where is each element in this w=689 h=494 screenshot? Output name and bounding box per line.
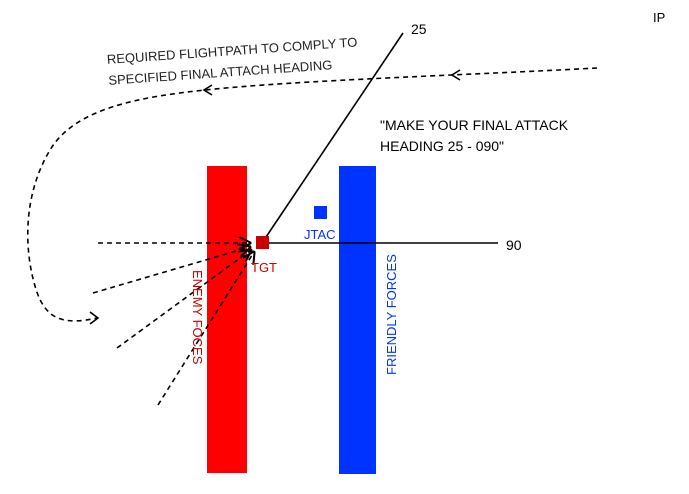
jtac-marker <box>314 206 327 219</box>
heading-90-label: 90 <box>506 237 522 253</box>
instruction-line2: HEADING 25 - 090" <box>380 138 504 154</box>
tgt-label: TGT <box>251 260 277 275</box>
flightpath-note: REQUIRED FLIGHTPATH TO COMPLY TO SPECIFI… <box>106 34 357 87</box>
required-flightpath <box>26 67 598 322</box>
flightpath-arrowhead-end <box>89 311 100 325</box>
jtac-label: JTAC <box>304 227 336 242</box>
attack-run-arrow-3 <box>116 250 251 349</box>
target-marker <box>256 236 269 249</box>
enemy-forces-label: ENEMY FOCES <box>190 270 205 365</box>
heading-25-line <box>261 32 404 244</box>
instruction-line1: "MAKE YOUR FINAL ATTACK <box>380 117 569 133</box>
heading-25-label: 25 <box>411 21 427 37</box>
flightpath-arrowhead-ip <box>450 69 461 81</box>
friendly-forces-bar <box>339 166 376 474</box>
friendly-forces-label: FRIENDLY FORCES <box>384 254 399 375</box>
flightpath-arrowhead-mid <box>202 84 213 96</box>
enemy-forces-bar <box>207 166 247 473</box>
attack-run-arrow-2 <box>92 247 250 294</box>
attack-run-arrow-4 <box>157 252 254 406</box>
ip-label: IP <box>653 10 665 25</box>
